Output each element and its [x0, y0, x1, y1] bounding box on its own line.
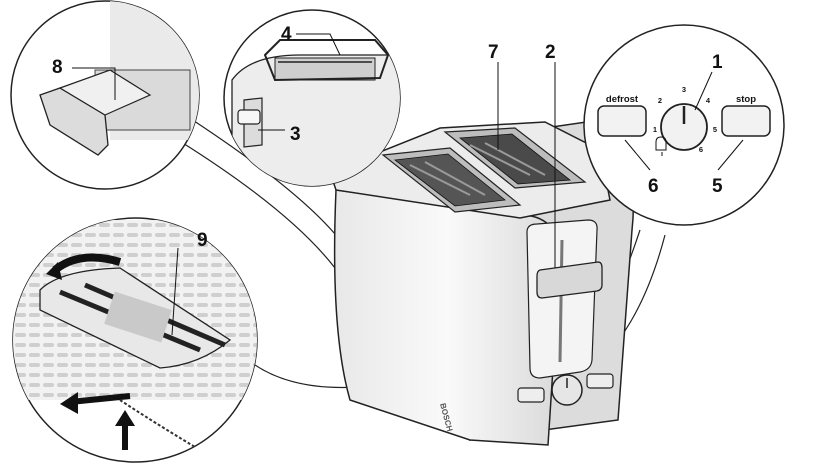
dial-number-4: 4 — [706, 96, 711, 105]
detail-crumb-tray — [10, 0, 200, 190]
callout-leaders — [72, 33, 713, 336]
callout-9: 9 — [197, 230, 208, 251]
dial-number-1: 1 — [653, 125, 657, 134]
stop-button-front[interactable] — [586, 373, 614, 389]
callout-5: 5 — [712, 176, 723, 197]
callout-3: 3 — [290, 124, 301, 145]
warm-bread-icon — [655, 136, 667, 156]
browning-dial[interactable] — [660, 103, 708, 151]
stop-label: stop — [736, 94, 756, 105]
detail-sandwich-rack — [223, 9, 401, 187]
dial-number-3: 3 — [682, 85, 686, 94]
callout-6: 6 — [648, 176, 659, 197]
defrost-label: defrost — [606, 94, 639, 105]
detail-cord-storage — [12, 217, 258, 463]
dial-number-6: 6 — [699, 145, 703, 154]
lift-lever[interactable] — [536, 261, 603, 299]
defrost-button[interactable] — [597, 105, 647, 137]
callout-2: 2 — [545, 42, 556, 63]
callout-1: 1 — [712, 52, 723, 73]
toaster-body: BOSCH — [329, 119, 635, 446]
callout-4: 4 — [281, 24, 292, 45]
callout-8: 8 — [52, 57, 63, 78]
stop-button[interactable] — [721, 105, 771, 137]
defrost-button-front[interactable] — [517, 387, 545, 403]
detail-control-panel: defrost stop 1 2 3 4 5 6 — [583, 24, 785, 226]
dial-number-2: 2 — [658, 96, 662, 105]
callout-7: 7 — [488, 42, 499, 63]
dial-number-5: 5 — [713, 125, 717, 134]
browning-dial-front[interactable] — [551, 374, 583, 406]
